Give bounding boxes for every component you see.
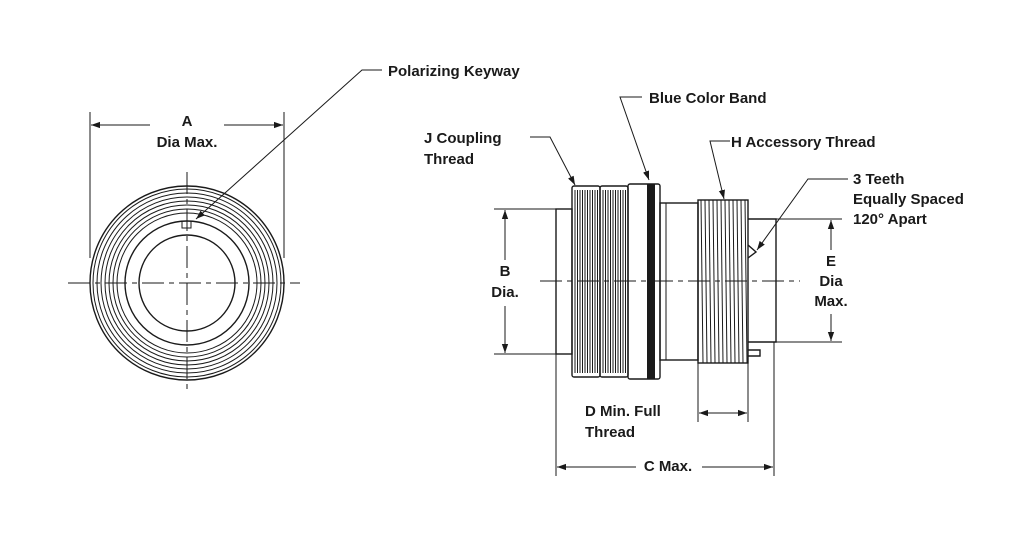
e-label-mask [808,250,854,314]
tooth-bottom [748,349,761,357]
teeth-label-line1: 3 Teeth [853,171,904,188]
e-dia-label: Dia [819,273,843,290]
tooth-profile [747,244,758,259]
side-view: B Dia. E Dia Max. C Max. D Min. Full Thr… [424,90,964,477]
keyway-leader [195,69,382,220]
teeth-label-line2: Equally Spaced [853,191,964,208]
j-label-line1: J Coupling [424,130,502,147]
h-thread-label: H Accessory Thread [731,134,876,151]
thread-line [720,199,724,364]
j-thread-leader [530,136,576,186]
a-dia-max-label: Dia Max. [157,134,218,151]
thread-line [712,199,716,364]
d-label-line2: Thread [585,424,635,441]
b-dia-label: Dia. [491,284,519,301]
j-label-line2: Thread [424,151,474,168]
end-view: A Dia Max. Polarizing Keyway [68,63,520,392]
teeth-label-line3: 120° Apart [853,211,927,228]
blue-band-leader [619,96,650,181]
a-label-mask [150,114,224,152]
c-max-label: C Max. [644,458,692,475]
e-letter: E [826,253,836,270]
h-thread-leader [709,140,730,200]
blue-band-label: Blue Color Band [649,90,767,107]
b-letter: B [500,263,511,280]
teeth-leader [756,178,848,251]
a-letter: A [182,113,193,130]
keyway-label: Polarizing Keyway [388,63,520,80]
d-label-line1: D Min. Full [585,403,661,420]
c-label-mask [636,455,702,477]
b-label-mask [486,260,526,306]
e-max-label: Max. [814,293,847,310]
